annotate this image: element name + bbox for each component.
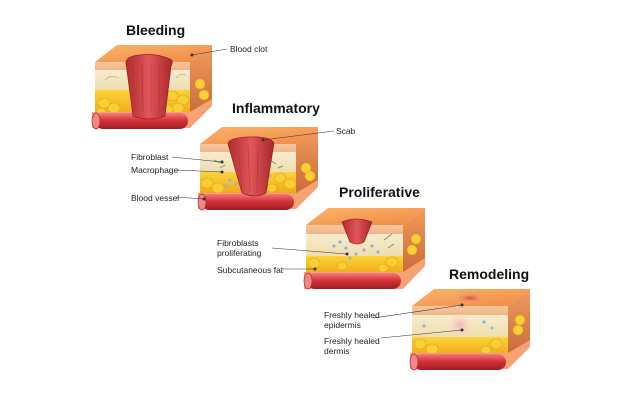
block-bleeding — [91, 45, 212, 130]
label-fibroblasts-proliferating-1: Fibroblasts — [217, 238, 259, 248]
label-macrophage: Macrophage — [131, 165, 179, 175]
label-scab: Scab — [336, 126, 356, 136]
label-subcutaneous-fat: Subcutaneous fat — [217, 265, 284, 275]
label-healed-dermis-2: dermis — [324, 346, 350, 356]
block-inflammatory — [197, 127, 318, 211]
block-proliferative — [303, 208, 425, 290]
stage-title-inflammatory: Inflammatory — [232, 100, 320, 116]
label-healed-epidermis-2: epidermis — [324, 320, 361, 330]
label-blood-clot: Blood clot — [230, 44, 268, 54]
label-fibroblast: Fibroblast — [131, 152, 169, 162]
block-remodeling — [409, 289, 530, 371]
stage-title-bleeding: Bleeding — [126, 22, 186, 38]
label-fibroblasts-proliferating-2: proliferating — [217, 248, 262, 258]
label-blood-vessel: Blood vessel — [131, 193, 180, 203]
stage-title-remodeling: Remodeling — [449, 266, 530, 282]
leader-lines — [171, 48, 464, 339]
stage-title-proliferative: Proliferative — [339, 184, 420, 200]
label-healed-dermis-1: Freshly healed — [324, 336, 380, 346]
label-healed-epidermis-1: Freshly healed — [324, 310, 380, 320]
